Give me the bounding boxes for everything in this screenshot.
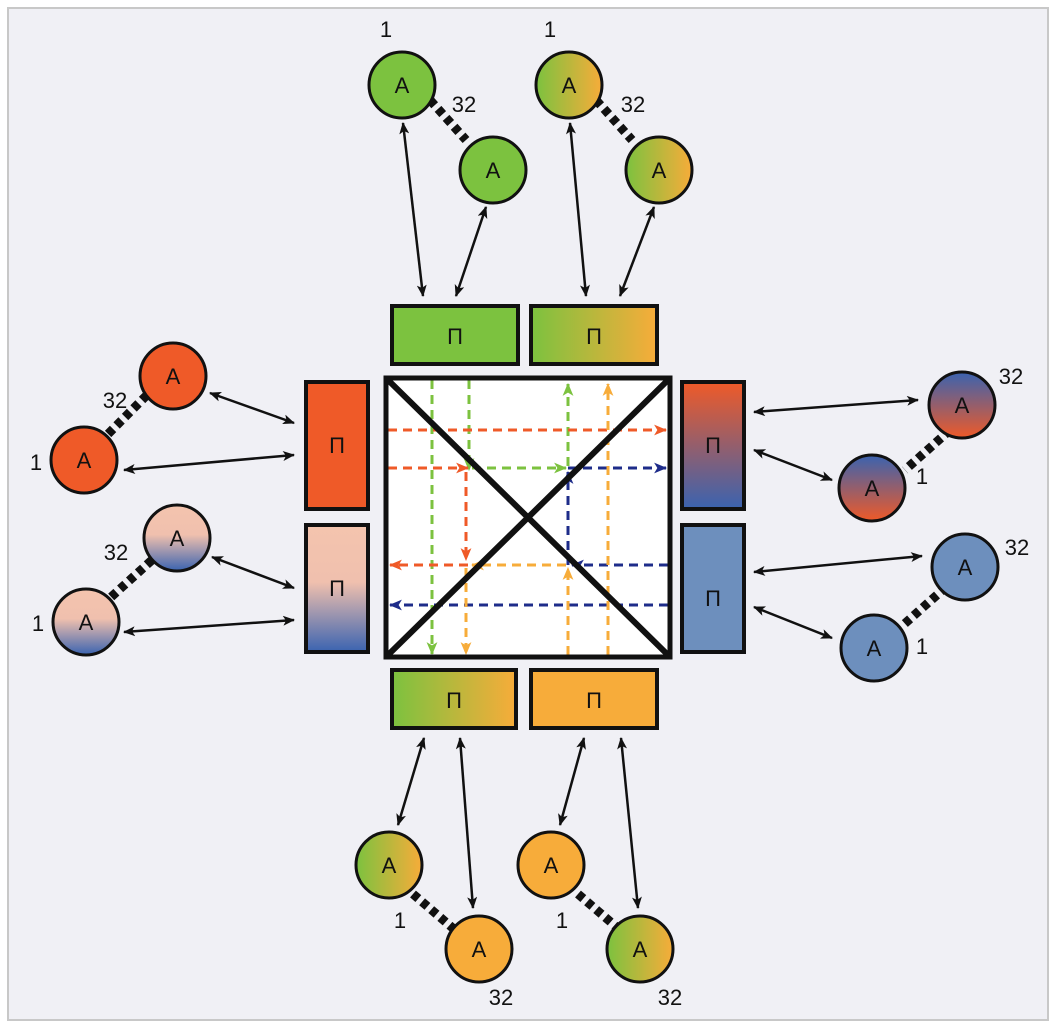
node-label: А — [955, 393, 970, 418]
node-label: А — [633, 937, 648, 962]
port-right-top: П — [680, 380, 746, 511]
port-left-bottom: П — [304, 523, 370, 654]
node-left-bottom-1: А — [51, 587, 121, 657]
arrow-top-left-1 — [399, 122, 427, 297]
port-left-top: П — [304, 380, 370, 511]
node-label: А — [166, 364, 181, 389]
node-label: А — [958, 555, 973, 580]
arrow-left-top-32 — [209, 391, 295, 425]
node-top-left-32: А — [458, 135, 528, 205]
port-label: П — [586, 688, 602, 713]
node-left-bottom-32: А — [142, 503, 212, 573]
arrow-right-bottom-32 — [753, 552, 923, 576]
node-link-right-bottom — [899, 583, 949, 630]
index-label-left-top-1: 1 — [30, 450, 42, 475]
connection-arrows — [123, 122, 923, 909]
index-label-bottom-left-1: 1 — [394, 908, 406, 933]
node-bottom-left-32: А — [444, 914, 514, 984]
node-link-left-top — [104, 391, 151, 438]
arrow-left-bottom-1 — [123, 615, 295, 637]
index-label-right-bottom-1: 1 — [916, 634, 928, 659]
node-bottom-right-1: А — [516, 830, 586, 900]
arrow-bottom-right-1 — [558, 737, 586, 826]
node-label: А — [562, 73, 577, 98]
port-label: П — [705, 586, 721, 611]
index-label-right-top-1: 1 — [916, 464, 928, 489]
port-label: П — [447, 324, 463, 349]
arrow-top-right-32 — [618, 206, 656, 297]
node-left-top-1: А — [49, 425, 119, 495]
index-label-left-bottom-1: 1 — [32, 611, 44, 636]
index-label-left-top-32: 32 — [103, 388, 127, 413]
node-left-top-32: А — [138, 341, 208, 411]
node-label: А — [867, 636, 882, 661]
node-link-bottom-right — [575, 890, 623, 934]
arrow-bottom-right-32 — [617, 737, 642, 909]
switch-matrix — [383, 375, 673, 660]
node-label: А — [486, 158, 501, 183]
port-label: П — [586, 324, 602, 349]
node-top-left-1: А — [367, 50, 437, 120]
index-label-top-right-32: 32 — [621, 92, 645, 117]
index-label-top-left-1: 1 — [380, 17, 392, 42]
index-label-bottom-left-32: 32 — [489, 985, 513, 1010]
node-label: А — [472, 937, 487, 962]
matrix-border — [383, 375, 673, 660]
node-label: А — [77, 448, 92, 473]
port-top-left: П — [390, 304, 520, 366]
node-label: А — [79, 610, 94, 635]
node-right-bottom-32: А — [930, 532, 1000, 602]
node-link-top-right — [592, 96, 636, 144]
index-label-top-right-1: 1 — [544, 17, 556, 42]
arrow-bottom-left-32 — [455, 737, 478, 909]
ports: П П П П П П П П — [304, 304, 746, 730]
node-label: А — [652, 158, 667, 183]
port-label: П — [329, 433, 345, 458]
arrow-top-left-32 — [454, 206, 488, 297]
arrow-right-bottom-1 — [753, 605, 833, 640]
node-right-top-1: А — [837, 453, 907, 523]
node-link-bottom-left — [410, 890, 458, 934]
index-label-right-bottom-32: 32 — [1005, 535, 1029, 560]
node-label: А — [382, 853, 397, 878]
port-label: П — [705, 433, 721, 458]
arrow-right-top-32 — [753, 395, 919, 417]
port-bottom-left: П — [390, 668, 518, 730]
node-label: А — [544, 853, 559, 878]
port-label: П — [329, 576, 345, 601]
node-bottom-right-32: А — [605, 914, 675, 984]
arrow-left-bottom-32 — [211, 555, 295, 590]
port-label: П — [446, 688, 462, 713]
arrow-left-top-1 — [123, 450, 295, 475]
node-label: А — [395, 73, 410, 98]
node-link-left-bottom — [106, 556, 156, 602]
index-label-bottom-right-1: 1 — [556, 908, 568, 933]
node-link-top-left — [426, 96, 470, 144]
matrix-diagonal-2 — [385, 377, 671, 658]
port-top-right: П — [529, 304, 659, 366]
node-label: А — [865, 476, 880, 501]
node-link-right-top — [902, 426, 953, 474]
node-top-right-1: А — [534, 50, 604, 120]
node-bottom-left-1: А — [354, 830, 424, 900]
port-bottom-right: П — [529, 668, 659, 730]
index-label-bottom-right-32: 32 — [658, 985, 682, 1010]
index-label-left-bottom-32: 32 — [104, 540, 128, 565]
index-label-right-top-32: 32 — [999, 364, 1023, 389]
port-right-bottom: П — [680, 523, 746, 654]
index-label-top-left-32: 32 — [452, 92, 476, 117]
node-label: А — [170, 526, 185, 551]
index-labels: 1 32 1 32 32 1 32 1 32 1 32 1 1 32 1 32 — [30, 17, 1029, 1010]
arrow-top-right-1 — [566, 122, 590, 297]
node-right-top-32: А — [927, 370, 997, 440]
arrow-bottom-left-1 — [396, 737, 426, 826]
nodes: А А А А А А А А — [49, 50, 1000, 984]
node-top-right-32: А — [624, 135, 694, 205]
node-right-bottom-1: А — [839, 613, 909, 683]
arrow-right-top-1 — [753, 448, 833, 482]
node-links — [104, 96, 953, 934]
